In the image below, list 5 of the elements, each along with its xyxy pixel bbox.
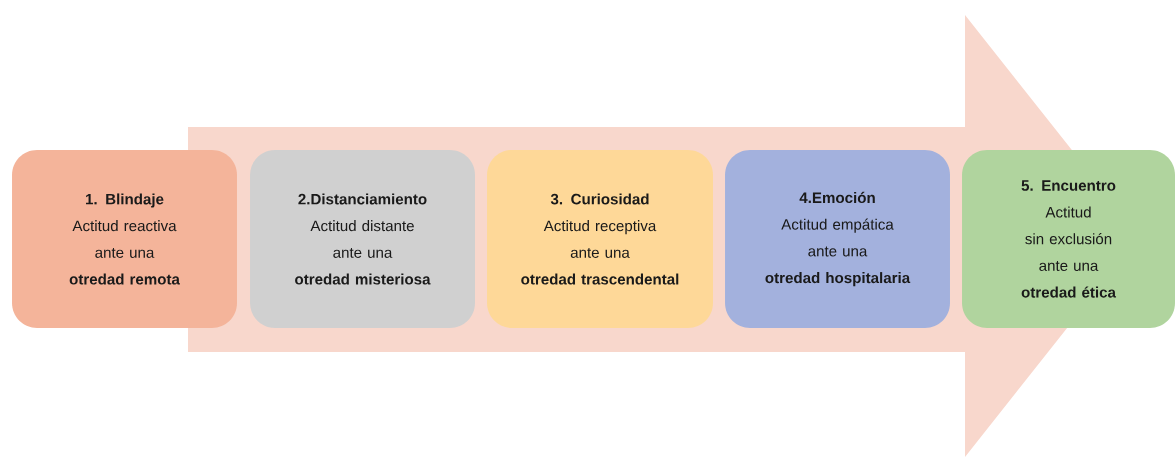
process-box: 4.Emoción Actitud empática ante una otredad hospitalaria (725, 150, 950, 328)
process-box: 2.Distanciamiento Actitud distante ante una otredad misteriosa (250, 150, 475, 328)
process-box: 1. Blindaje Actitud reactiva ante una otredad remota (12, 150, 237, 328)
process-box: 5. Encuentro Actitud sin exclusión ante una otredad ética (962, 150, 1175, 328)
process-box: 3. Curiosidad Actitud receptiva ante una otredad trascendental (487, 150, 713, 328)
